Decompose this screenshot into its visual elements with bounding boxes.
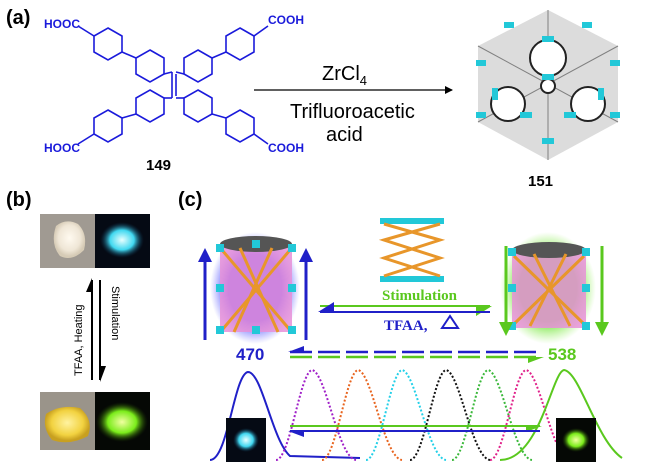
- product-label: 151: [528, 173, 553, 190]
- phenyl-lr-inner: [183, 89, 213, 123]
- wavelength-538: 538: [548, 345, 576, 364]
- spectrum-purple: [275, 368, 357, 461]
- inset-photo-green: [556, 418, 596, 462]
- group-cooh-bottom: COOH: [268, 141, 304, 155]
- spectrum-470: [209, 370, 361, 461]
- emission-spectra: [209, 368, 623, 461]
- phenyl-ur-inner: [183, 49, 213, 83]
- blue-cage: [198, 232, 313, 344]
- group-hooc-bottom: HOOC: [44, 141, 80, 155]
- wavelength-470: 470: [236, 345, 264, 364]
- phenyl-ul-inner: [135, 49, 165, 83]
- reagent-trifluoroacetic: Trifluoroacetic: [290, 101, 415, 123]
- arrow-down-head: [100, 366, 106, 382]
- phenyl-ll-inner: [135, 89, 165, 123]
- photo-yellow-powder: [40, 392, 95, 450]
- phenyl-lr-outer: [225, 109, 255, 143]
- phenyl-ul-outer: [93, 27, 123, 61]
- label-stimulation-vertical: Stimulation: [109, 286, 121, 340]
- panel-label-c: (c): [178, 189, 202, 211]
- tfaa-arrow-head: [318, 302, 334, 312]
- heat-delta-icon: [440, 314, 460, 329]
- group-cooh-top: COOH: [268, 13, 304, 27]
- label-tfaa-heating: TFAA, Heating: [73, 304, 85, 376]
- scissor-linker-icon: [378, 218, 446, 282]
- photo-green-emission: [95, 392, 150, 450]
- green-cage: [499, 232, 609, 344]
- spectrum-orange: [321, 368, 403, 461]
- group-hooc-top: HOOC: [44, 17, 80, 31]
- label-tfaa: TFAA,: [384, 318, 428, 334]
- label-stimulation: Stimulation: [382, 288, 458, 304]
- reagent-acid: acid: [326, 124, 363, 146]
- photo-white-powder: [40, 214, 95, 268]
- phenyl-ur-outer: [225, 27, 255, 61]
- photo-cyan-emission: [95, 214, 150, 268]
- phenyl-ll-outer: [93, 109, 123, 143]
- arrow-up-head: [86, 278, 92, 292]
- ligand-149-structure: [77, 25, 269, 145]
- panel-label-b: (b): [6, 189, 32, 211]
- inset-photo-blue: [226, 418, 266, 462]
- panel-label-a: (a): [6, 7, 30, 29]
- ligand-label: 149: [146, 157, 171, 174]
- spectrum-green-dotted: [451, 368, 533, 461]
- reagent-zrcl: ZrCl4: [322, 63, 367, 88]
- spectrum-538: [499, 368, 623, 461]
- framework-151-structure: [476, 10, 620, 160]
